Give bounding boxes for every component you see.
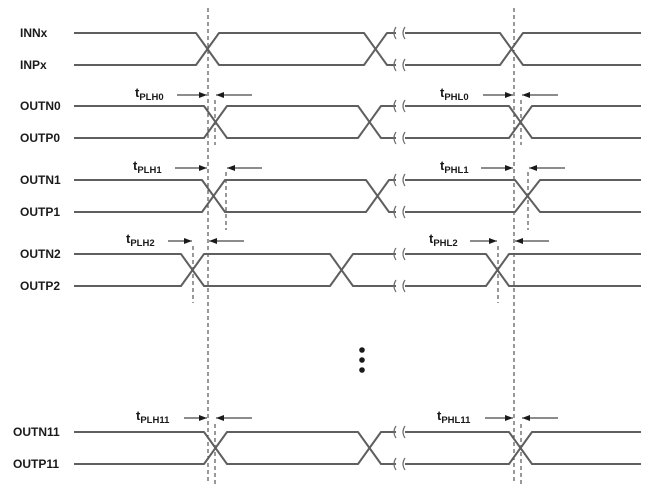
- break-mark: [393, 205, 406, 219]
- delay-label-tplh1: tPLH1: [133, 158, 162, 176]
- waveform-outn1: [74, 179, 396, 213]
- delay-tplh1: tPLH1: [133, 158, 262, 176]
- break-mark: [393, 26, 406, 40]
- signal-label-outn0: OUTN0: [20, 99, 61, 113]
- time-break-marks: [393, 26, 406, 471]
- output-pair-1: OUTN1 OUTP1: [20, 173, 641, 219]
- delay-label-tplh2: tPLH2: [126, 231, 155, 249]
- waveform-outn0-continued: [405, 105, 641, 139]
- waveform-innx-continued: [405, 32, 641, 66]
- break-mark: [393, 131, 406, 145]
- output-pair-2: OUTN2 OUTP2: [20, 247, 641, 293]
- break-mark: [393, 99, 406, 113]
- delay-label-tplh0: tPLH0: [135, 85, 164, 103]
- waveform-outn11-continued: [405, 431, 641, 465]
- waveform-inpx-continued: [405, 32, 641, 66]
- input-pair: INNx INPx: [20, 26, 641, 72]
- break-mark: [393, 279, 406, 293]
- delay-label-tphl1: tPHL1: [440, 158, 469, 176]
- waveform-outn1-continued: [405, 179, 641, 213]
- output-pair-0: OUTN0 OUTP0: [20, 99, 641, 145]
- delay-label-tphl0: tPHL0: [440, 85, 469, 103]
- signal-label-outn11: OUTN11: [13, 425, 60, 439]
- reference-lines: [192, 8, 529, 484]
- delay-tphl1: tPHL1: [440, 158, 565, 176]
- delay-tplh2: tPLH2: [126, 231, 244, 249]
- break-mark: [393, 247, 406, 261]
- output-pair-11: OUTN11 OUTP11: [13, 425, 641, 471]
- waveform-outp11-continued: [405, 431, 641, 465]
- vertical-ellipsis: [359, 347, 365, 373]
- break-mark: [393, 425, 406, 439]
- delay-tphl11: tPHL11: [437, 408, 558, 426]
- waveform-outn2-continued: [405, 253, 641, 287]
- signal-label-outp0: OUTP0: [20, 131, 60, 145]
- delay-tphl2: tPHL2: [429, 231, 549, 249]
- signal-label-outp2: OUTP2: [20, 279, 60, 293]
- waveform-outp0-continued: [405, 105, 641, 139]
- delay-tphl0: tPHL0: [440, 85, 558, 103]
- signal-label-innx: INNx: [20, 26, 48, 40]
- waveform-outp1-continued: [405, 179, 641, 213]
- break-mark: [393, 173, 406, 187]
- waveform-outp2-continued: [405, 253, 641, 287]
- signal-label-outn1: OUTN1: [20, 173, 61, 187]
- break-mark: [393, 58, 406, 72]
- delay-tplh0: tPLH0: [135, 85, 252, 103]
- ellipsis-dot: [359, 347, 365, 353]
- waveform-outn0: [74, 105, 396, 139]
- delay-label-tphl2: tPHL2: [429, 231, 458, 249]
- waveform-outp2: [74, 253, 396, 287]
- waveform-innx: [74, 32, 396, 66]
- waveform-outn2: [74, 253, 396, 287]
- waveform-outp11: [74, 431, 396, 465]
- delay-label-tplh11: tPLH11: [136, 408, 170, 426]
- signal-label-inpx: INPx: [20, 58, 47, 72]
- signal-label-outn2: OUTN2: [20, 247, 61, 261]
- ellipsis-dot: [359, 357, 365, 363]
- waveform-inpx: [74, 32, 396, 66]
- waveform-outp0: [74, 105, 396, 139]
- break-mark: [393, 457, 406, 471]
- ellipsis-dot: [359, 367, 365, 373]
- delay-label-tphl11: tPHL11: [437, 408, 471, 426]
- signal-label-outp1: OUTP1: [20, 205, 60, 219]
- signal-label-outp11: OUTP11: [13, 457, 59, 471]
- waveform-outp1: [74, 179, 396, 213]
- delay-tplh11: tPLH11: [136, 408, 252, 426]
- waveform-outn11: [74, 431, 396, 465]
